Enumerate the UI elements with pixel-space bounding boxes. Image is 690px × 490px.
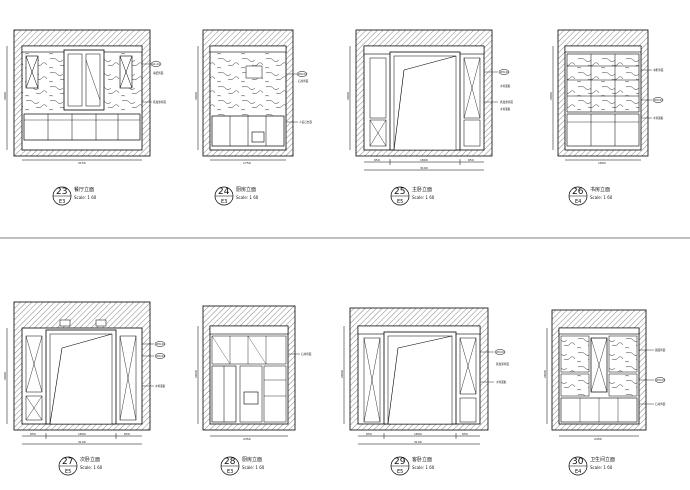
material-tag: WD-01 <box>500 70 509 74</box>
dim-segment: 1800 <box>78 432 86 436</box>
material-tag: 木饰面板 <box>496 380 507 384</box>
drawing-ref: E5 <box>397 199 403 205</box>
dim-height: 2800 <box>3 372 7 380</box>
dim-width: 3100 <box>414 440 422 444</box>
dim-width: 2450 <box>243 437 251 441</box>
elevation-29: 2800 650 1800 650 3100 WD-01 乳胶漆饰面 木饰面板 … <box>340 307 509 476</box>
dim-height: 2800 <box>549 92 553 100</box>
drawing-ref: E4 <box>575 199 581 205</box>
drawing-scale: Scale: 1 60 <box>412 195 435 200</box>
dim-height: 2800 <box>3 92 7 100</box>
drawing-number: 29 <box>394 457 406 467</box>
drawing-number: 23 <box>56 187 67 197</box>
dim-segment: 1800 <box>420 158 428 162</box>
drawing-number: 28 <box>224 457 236 467</box>
dim-height: 2800 <box>346 92 350 100</box>
drawing-ref: E5 <box>65 469 71 475</box>
dim-width: 3150 <box>78 161 86 165</box>
drawing-scale: Scale: 1 60 <box>74 195 97 200</box>
elevation-27: 2800 650 1800 650 3100 WD-01 WD-02 木饰面板 … <box>3 301 166 476</box>
drawing-number: 24 <box>218 187 230 197</box>
dim-segment: 650 <box>468 158 474 162</box>
drawing-scale: Scale: 1 60 <box>242 465 265 470</box>
elevation-28: 2800 2450 石材饰面 28 E3 厨房立面 Scale: 1 60 <box>194 305 312 476</box>
elevation-24: 2800 1750 WD-01 石材饰面 人造石台面 24 E3 厨房立面 Sc… <box>194 29 312 206</box>
dim-segment: 650 <box>462 432 468 436</box>
material-tag: WD-01 <box>656 378 665 382</box>
drawing-number: 26 <box>572 187 584 197</box>
material-tag: 石材饰面 <box>301 352 312 356</box>
dim-height: 2800 <box>340 370 344 378</box>
material-tag: 人造石台面 <box>299 120 312 124</box>
dim-width: 1800 <box>598 161 606 165</box>
drawing-title: 主卧立面 <box>412 186 432 193</box>
material-tag: WD-01 <box>654 98 663 102</box>
elevation-25: 2800 650 1800 650 3100 WD-01 木饰面板 乳胶漆饰面 … <box>346 29 513 206</box>
material-tag: 石材饰面 <box>655 402 666 406</box>
material-tag: WD-02 <box>156 354 165 358</box>
material-tag: 木饰面板 <box>653 116 664 120</box>
drawing-scale: Scale: 1 60 <box>412 465 435 470</box>
dim-width: 2450 <box>594 437 602 441</box>
dim-width: 3100 <box>420 166 428 170</box>
drawing-title: 厨房立面 <box>242 456 262 463</box>
drawing-title: 书房立面 <box>590 186 610 193</box>
material-tag: 木饰面板 <box>500 107 511 111</box>
elevation-26: 2800 1800 书柜饰面 WD-01 木饰面板 26 E4 书房立面 Sca… <box>549 29 664 206</box>
material-tag: WD-01 <box>298 72 307 76</box>
drawing-title: 厨房立面 <box>236 186 256 193</box>
drawing-ref: E4 <box>575 469 581 475</box>
drawing-scale: Scale: 1 60 <box>590 195 613 200</box>
material-tag: 书柜饰面 <box>653 68 664 72</box>
drawing-number: 27 <box>62 457 73 467</box>
dim-height: 2800 <box>543 370 547 378</box>
material-tag: 木饰面板 <box>500 84 511 88</box>
drawing-title: 次卧立面 <box>80 456 100 463</box>
material-tag: 石材饰面 <box>298 79 309 83</box>
drawing-title: 客卧立面 <box>412 456 432 463</box>
material-tag: 乳胶漆饰面 <box>496 362 509 366</box>
material-tag: GC-01 <box>152 62 160 66</box>
material-tag: 墙纸饰面 <box>153 71 164 75</box>
drawing-scale: Scale: 1 60 <box>236 195 259 200</box>
dim-segment: 650 <box>30 432 36 436</box>
dim-segment: 650 <box>374 158 380 162</box>
material-tag: 镜面饰面 <box>655 348 666 352</box>
dim-segment: 650 <box>366 432 372 436</box>
material-tag: 乳胶漆饰面 <box>153 100 166 104</box>
drawing-ref: E3 <box>221 199 227 205</box>
elevation-23: 2800 3150 GC-01 墙纸饰面 乳胶漆饰面 23 E3 餐厅立面 Sc… <box>3 29 166 206</box>
dim-segment: 1800 <box>414 432 422 436</box>
material-tag: WD-01 <box>156 342 165 346</box>
dim-height: 2800 <box>194 92 198 100</box>
drawing-number: 25 <box>394 187 405 197</box>
dim-height: 2800 <box>194 370 198 378</box>
drawing-ref: E3 <box>227 469 233 475</box>
dim-segment: 650 <box>124 432 130 436</box>
drawing-scale: Scale: 1 60 <box>80 465 103 470</box>
drawing-title: 餐厅立面 <box>74 186 94 193</box>
dim-width: 1750 <box>243 161 251 165</box>
elevation-30: 2800 2450 镜面饰面 WD-01 石材饰面 30 E4 卫生间立面 Sc… <box>543 309 666 476</box>
material-tag: 木饰面板 <box>155 384 166 388</box>
drawing-number: 30 <box>572 457 584 467</box>
drawing-ref: E5 <box>397 469 403 475</box>
material-tag: 乳胶漆饰面 <box>500 100 513 104</box>
drawing-ref: E3 <box>59 199 65 205</box>
material-tag: WD-01 <box>496 350 505 354</box>
dim-width: 3100 <box>78 440 86 444</box>
drawing-scale: Scale: 1 60 <box>590 465 613 470</box>
drawing-title: 卫生间立面 <box>590 456 615 463</box>
